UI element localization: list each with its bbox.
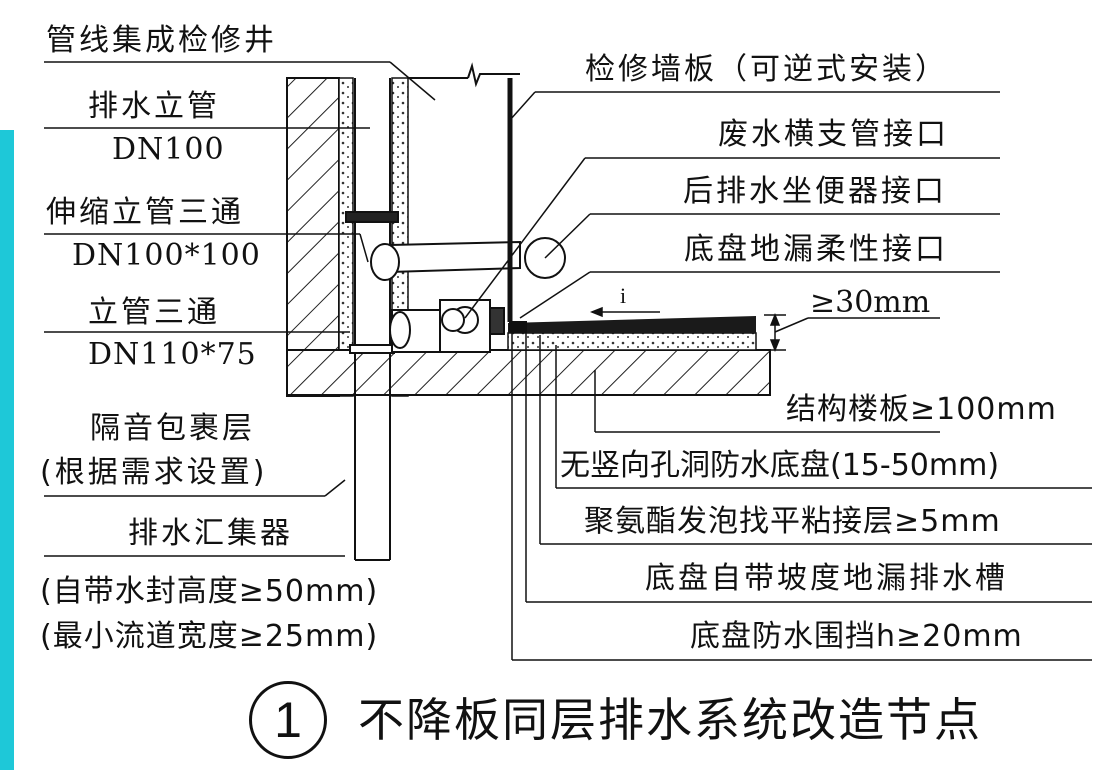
label-collector-note2: (最小流道宽度≥25mm)	[40, 619, 379, 654]
label-expansion-tee: 伸缩立管三通	[46, 195, 244, 230]
label-thickness: ≥30mm	[810, 285, 931, 320]
slope-arrow	[589, 306, 660, 318]
label-base-tray: 无竖向孔洞防水底盘(15-50mm)	[560, 448, 1000, 483]
label-waste-branch: 废水横支管接口	[718, 117, 949, 152]
label-riser: 排水立管	[88, 89, 220, 124]
thickness-dimension	[764, 312, 940, 353]
label-riser-tee-size: DN110*75	[88, 337, 257, 372]
label-foam-layer: 聚氨酯发泡找平粘接层≥5mm	[584, 504, 1001, 539]
label-access-panel: 检修墙板（可逆式安装）	[585, 52, 948, 87]
structural-slab	[286, 349, 771, 396]
label-riser-tee: 立管三通	[88, 295, 220, 330]
label-drain-interface: 底盘地漏柔性接口	[684, 232, 948, 267]
leader-lines-right-upper	[464, 91, 1000, 319]
base-tray	[507, 316, 757, 351]
label-collector-note1: (自带水封高度≥50mm)	[40, 574, 379, 609]
leader-lines-left	[44, 61, 436, 557]
access-panel	[408, 62, 520, 322]
label-well: 管线集成检修井	[46, 23, 277, 58]
label-slab: 结构楼板≥100mm	[786, 392, 1057, 427]
caption-title: 不降板同层排水系统改造节点	[358, 693, 982, 747]
label-insulation: 隔音包裹层	[90, 411, 255, 446]
leader-lines-right-lower	[511, 330, 1092, 661]
label-expansion-tee-size: DN100*100	[72, 238, 261, 273]
label-insulation-note: (根据需求设置)	[40, 455, 268, 490]
label-dam: 底盘防水围挡h≥20mm	[690, 619, 1023, 654]
label-collector: 排水汇集器	[128, 516, 293, 551]
accent-bar	[0, 130, 14, 770]
label-toilet-interface: 后排水坐便器接口	[683, 174, 947, 209]
label-slope: i	[620, 283, 627, 308]
riser-pipe	[345, 78, 399, 561]
label-trough: 底盘自带坡度地漏排水槽	[645, 561, 1008, 596]
label-riser-size: DN100	[112, 132, 225, 167]
branch-pipes	[370, 237, 566, 353]
caption-number: 1	[249, 681, 327, 759]
